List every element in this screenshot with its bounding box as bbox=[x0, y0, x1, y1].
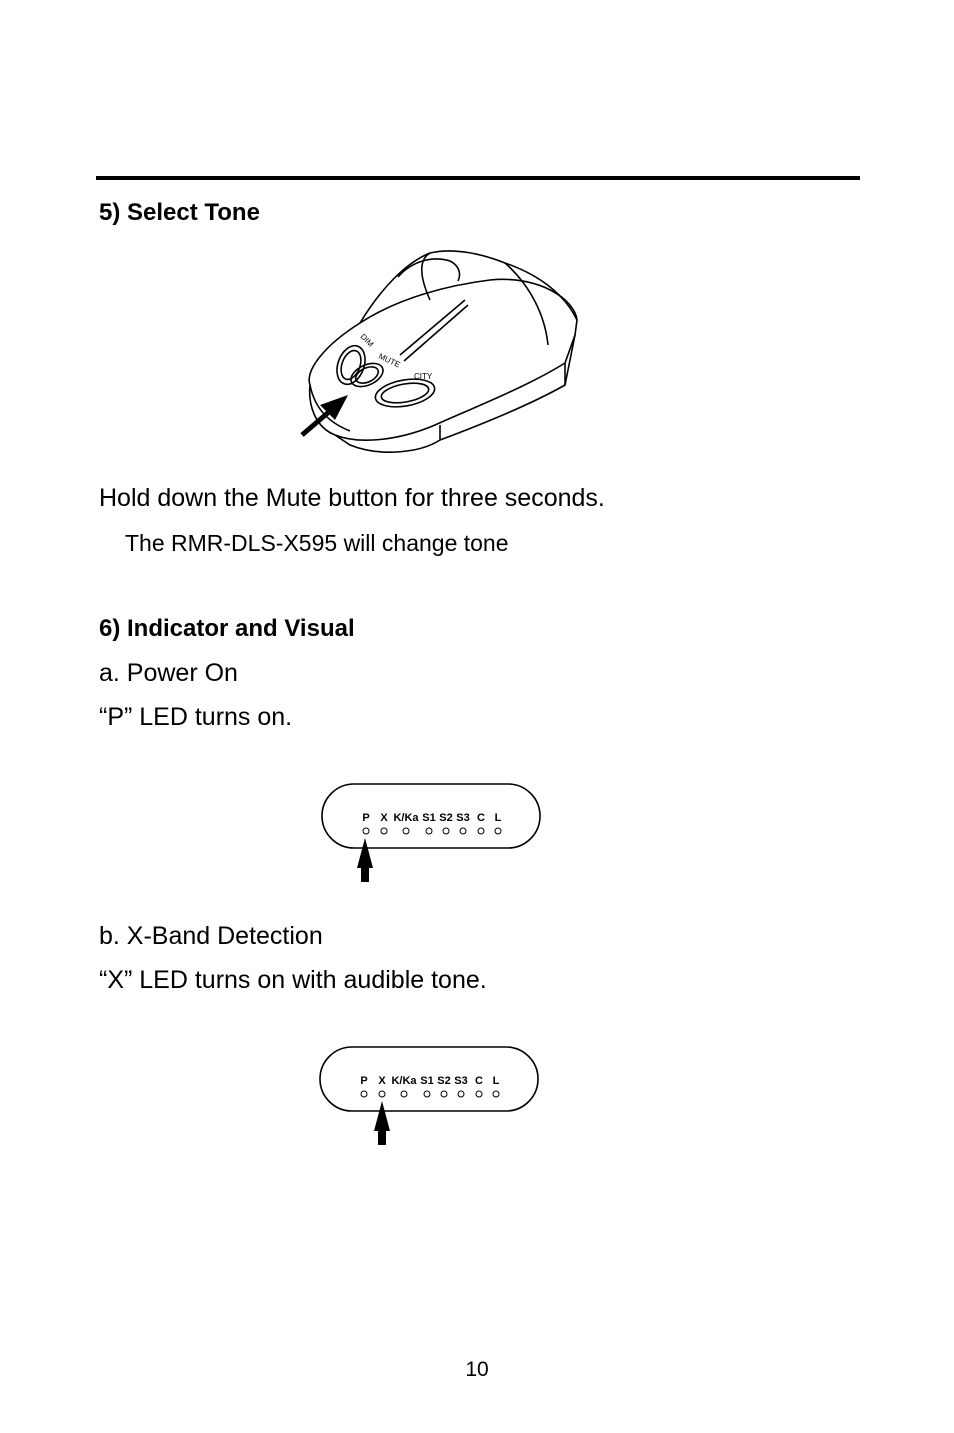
led-label-p: P bbox=[362, 812, 369, 824]
led-label-l: L bbox=[495, 812, 502, 824]
city-label: CITY bbox=[414, 372, 433, 381]
led-s3 bbox=[459, 827, 467, 835]
led-s2 bbox=[442, 827, 450, 835]
note-text: The RMR-DLS-X595 will change tone bbox=[125, 530, 509, 556]
led-panel-x-band: P X K/Ka S1 S2 S3 C L bbox=[319, 1046, 539, 1145]
led-s3 bbox=[457, 1090, 465, 1098]
led-label-s1: S1 bbox=[420, 1075, 433, 1087]
up-arrow-icon bbox=[374, 1101, 390, 1145]
x-band-title: b. X-Band Detection bbox=[99, 922, 323, 950]
led-panel-power: P X K/Ka S1 S2 S3 C L bbox=[321, 783, 541, 882]
led-label-c: C bbox=[475, 1075, 483, 1087]
led-s1 bbox=[425, 827, 433, 835]
led-kka bbox=[402, 827, 410, 835]
led-p bbox=[360, 1090, 368, 1098]
up-arrow-icon bbox=[357, 838, 373, 882]
top-rule bbox=[96, 176, 860, 180]
x-band-text: “X” LED turns on with audible tone. bbox=[99, 966, 487, 994]
led-label-p: P bbox=[360, 1075, 367, 1087]
led-l bbox=[494, 827, 502, 835]
led-kka bbox=[400, 1090, 408, 1098]
arrow-icon bbox=[300, 395, 348, 437]
led-label-c: C bbox=[477, 812, 485, 824]
led-label-s3: S3 bbox=[456, 812, 469, 824]
dim-label: DIM bbox=[359, 332, 376, 349]
led-x bbox=[378, 1090, 386, 1098]
led-s1 bbox=[423, 1090, 431, 1098]
led-c bbox=[475, 1090, 483, 1098]
power-on-text: “P” LED turns on. bbox=[99, 703, 293, 731]
page-number: 10 bbox=[465, 1358, 489, 1381]
led-c bbox=[477, 827, 485, 835]
radar-detector-illustration: DIM MUTE CITY bbox=[300, 250, 578, 453]
led-label-s2: S2 bbox=[437, 1075, 450, 1087]
led-s2 bbox=[440, 1090, 448, 1098]
led-p bbox=[362, 827, 370, 835]
led-label-x: X bbox=[380, 812, 388, 824]
led-l bbox=[492, 1090, 500, 1098]
led-label-kka: K/Ka bbox=[393, 812, 419, 824]
led-x bbox=[380, 827, 388, 835]
section-6-heading: 6) Indicator and Visual bbox=[99, 615, 355, 642]
led-label-kka: K/Ka bbox=[391, 1075, 417, 1087]
section-5-heading: 5) Select Tone bbox=[99, 199, 260, 226]
led-label-s1: S1 bbox=[422, 812, 435, 824]
led-label-l: L bbox=[493, 1075, 500, 1087]
led-label-x: X bbox=[378, 1075, 386, 1087]
led-label-s2: S2 bbox=[439, 812, 452, 824]
power-on-title: a. Power On bbox=[99, 659, 238, 687]
led-label-s3: S3 bbox=[454, 1075, 467, 1087]
instruction-text: Hold down the Mute button for three seco… bbox=[99, 484, 605, 512]
